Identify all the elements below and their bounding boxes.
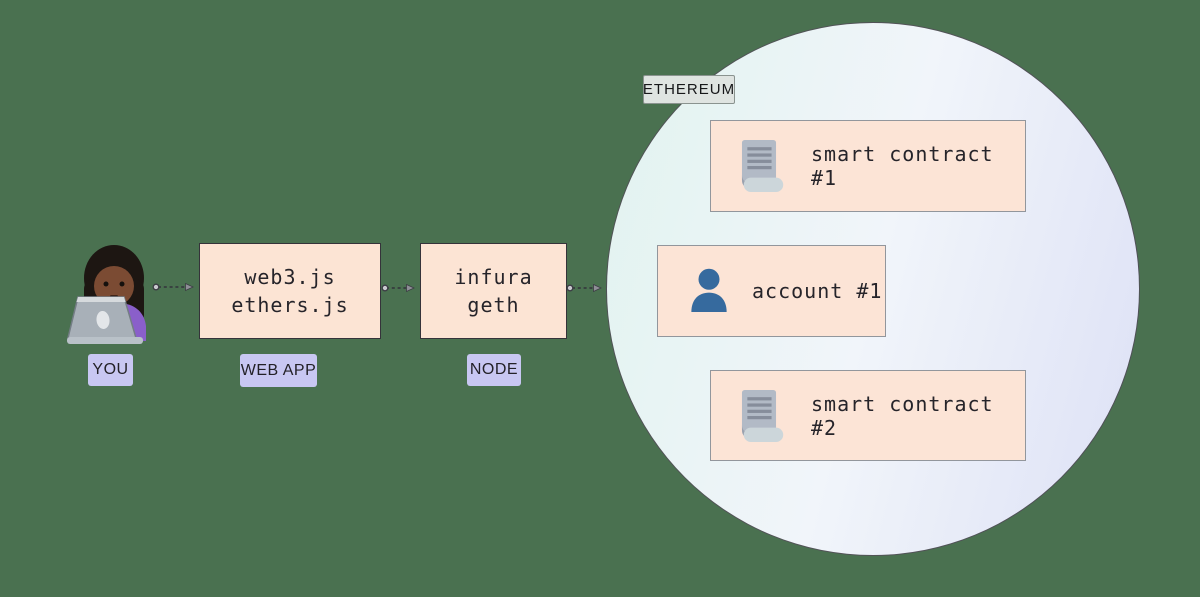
arrow-start-dot bbox=[566, 284, 574, 292]
you-label: YOU bbox=[88, 354, 133, 386]
ethereum-label: ETHEREUM bbox=[643, 75, 735, 104]
person-icon bbox=[688, 263, 730, 319]
arrow-start-dot bbox=[381, 284, 389, 292]
smart-contract-2-box: smart contract #2 bbox=[710, 370, 1026, 461]
webapp-label: WEB APP bbox=[240, 354, 317, 387]
node-line-1: infura bbox=[454, 265, 533, 289]
receipt-icon bbox=[733, 388, 785, 444]
node-line-2: geth bbox=[467, 293, 520, 317]
node-label: NODE bbox=[467, 354, 521, 386]
you-label-text: YOU bbox=[92, 361, 129, 378]
webapp-line-1: web3.js bbox=[244, 265, 336, 289]
account-1-box: account #1 bbox=[657, 245, 886, 337]
receipt-icon bbox=[733, 138, 785, 194]
webapp-box: web3.js ethers.js bbox=[199, 243, 381, 339]
smart-contract-2-text: smart contract #2 bbox=[811, 391, 994, 440]
node-box: infura geth bbox=[420, 243, 567, 339]
webapp-label-text: WEB APP bbox=[240, 361, 317, 379]
smart-contract-1-box: smart contract #1 bbox=[710, 120, 1026, 212]
webapp-line-2: ethers.js bbox=[231, 293, 349, 317]
woman-at-laptop-icon bbox=[67, 245, 146, 344]
ethereum-label-text: ETHEREUM bbox=[642, 81, 736, 98]
node-label-text: NODE bbox=[469, 361, 519, 378]
account-1-text: account #1 bbox=[752, 279, 883, 303]
woman-technologist-illustration bbox=[66, 240, 158, 350]
smart-contract-1-text: smart contract #1 bbox=[811, 142, 994, 190]
